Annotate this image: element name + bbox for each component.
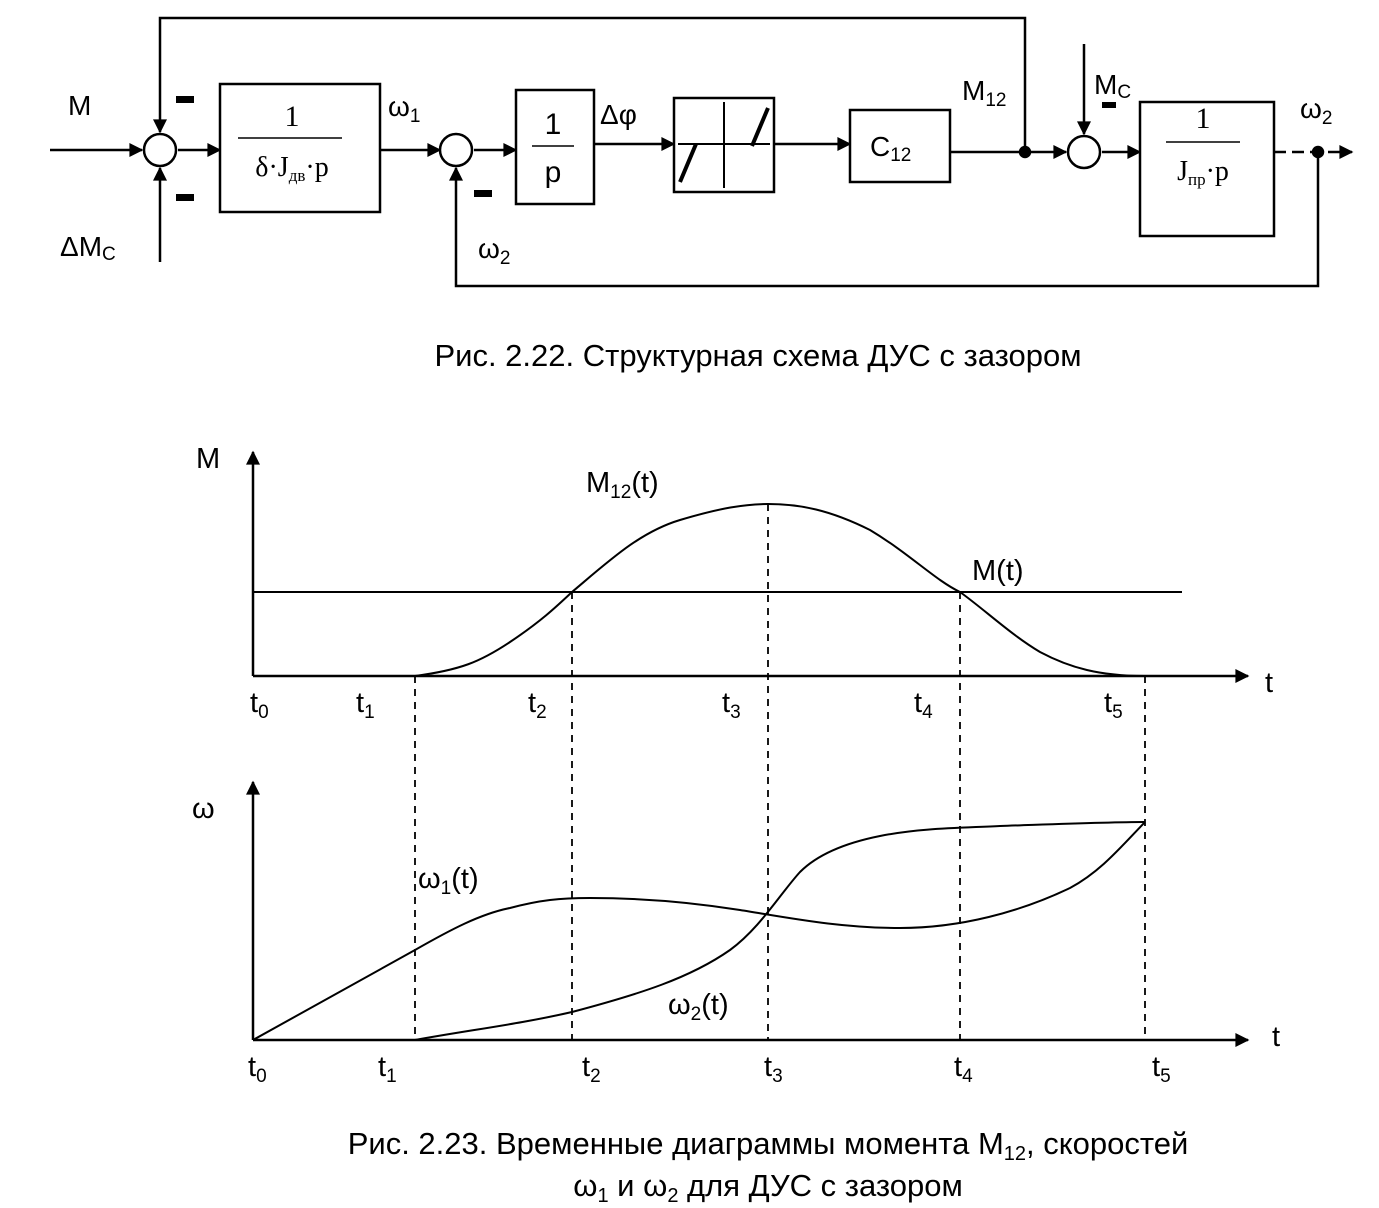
speed-plot [246,780,1250,1047]
minus-sign-delta-mc [176,194,194,201]
omega1-signal-label: ω1 [388,91,420,127]
block-diagram [50,16,1354,288]
omega2-curve [414,821,1146,1041]
omega2-output-label: ω2 [1300,93,1332,129]
minus-signs [176,96,1116,201]
integrator-denominator: p [545,156,562,189]
torque-plot [246,450,1250,1040]
minus-sign-mc [1102,102,1116,108]
torque-tick-t5: t5 [1104,687,1123,723]
stiffness-label: C12 [870,131,911,166]
integrator-block [514,88,596,206]
backlash-characteristic-icon [678,102,770,188]
motor-numerator: 1 [285,100,300,133]
integrator-numerator: 1 [545,108,562,141]
m-line-label: M(t) [972,555,1024,587]
speed-tick-t4: t4 [954,1051,973,1087]
dphi-signal-label: Δφ [600,99,637,130]
m12-curve [414,502,1146,677]
omega2-feedback-label: ω2 [478,233,510,269]
torque-tick-t4: t4 [914,687,933,723]
torque-tick-t1: t1 [356,687,375,723]
m12-signal-label: M12 [962,75,1006,111]
torque-x-axis-label: t [1265,667,1273,699]
m12-curve-label: M12(t) [586,467,659,503]
speed-tick-t0: t0 [248,1051,267,1087]
motor-denominator: δ·Jдв·p [255,152,328,185]
speed-x-axis-label: t [1272,1021,1280,1053]
minus-sign-m12-feedback [176,96,194,103]
load-denominator: Jпр·p [1177,156,1229,189]
input-mc-label: MC [1094,69,1131,103]
torque-tick-t3: t3 [722,687,741,723]
branch-point-omega2 [1311,145,1325,159]
motor-block [218,82,382,214]
minus-sign-omega2 [474,190,492,197]
m12-feedback-line [153,16,1027,152]
torque-tick-t0: t0 [250,687,269,723]
caption-fig-2-22: Рис. 2.22. Структурная схема ДУС с зазор… [434,338,1081,373]
omega1-curve [252,821,1146,1041]
speed-tick-t1: t1 [378,1051,397,1087]
stiffness-block [848,108,952,184]
torque-guide-lines [414,504,1146,1040]
caption-fig-2-23-line2: ω1 и ω2 для ДУС с зазором [573,1168,963,1207]
load-block [1138,100,1276,238]
summing-junction-2 [438,132,474,168]
torque-y-axis-label: M [196,443,220,475]
speed-tick-t2: t2 [582,1051,601,1087]
speed-tick-t3: t3 [764,1051,783,1087]
input-delta-mc-label: ΔMC [60,231,116,265]
speed-y-axis-label: ω [192,793,215,825]
omega1-curve-label: ω1(t) [418,863,479,899]
load-numerator: 1 [1196,102,1211,135]
caption-fig-2-23-line1: Рис. 2.23. Временные диаграммы момента M… [348,1126,1189,1165]
summing-junction-3 [1066,134,1102,170]
summing-junction-1 [142,132,178,168]
input-m-label: M [68,90,91,121]
omega2-feedback-line [449,152,1320,288]
torque-tick-t2: t2 [528,687,547,723]
branch-point-m12 [1018,145,1032,159]
omega2-curve-label: ω2(t) [668,989,729,1025]
speed-tick-t5: t5 [1152,1051,1171,1087]
